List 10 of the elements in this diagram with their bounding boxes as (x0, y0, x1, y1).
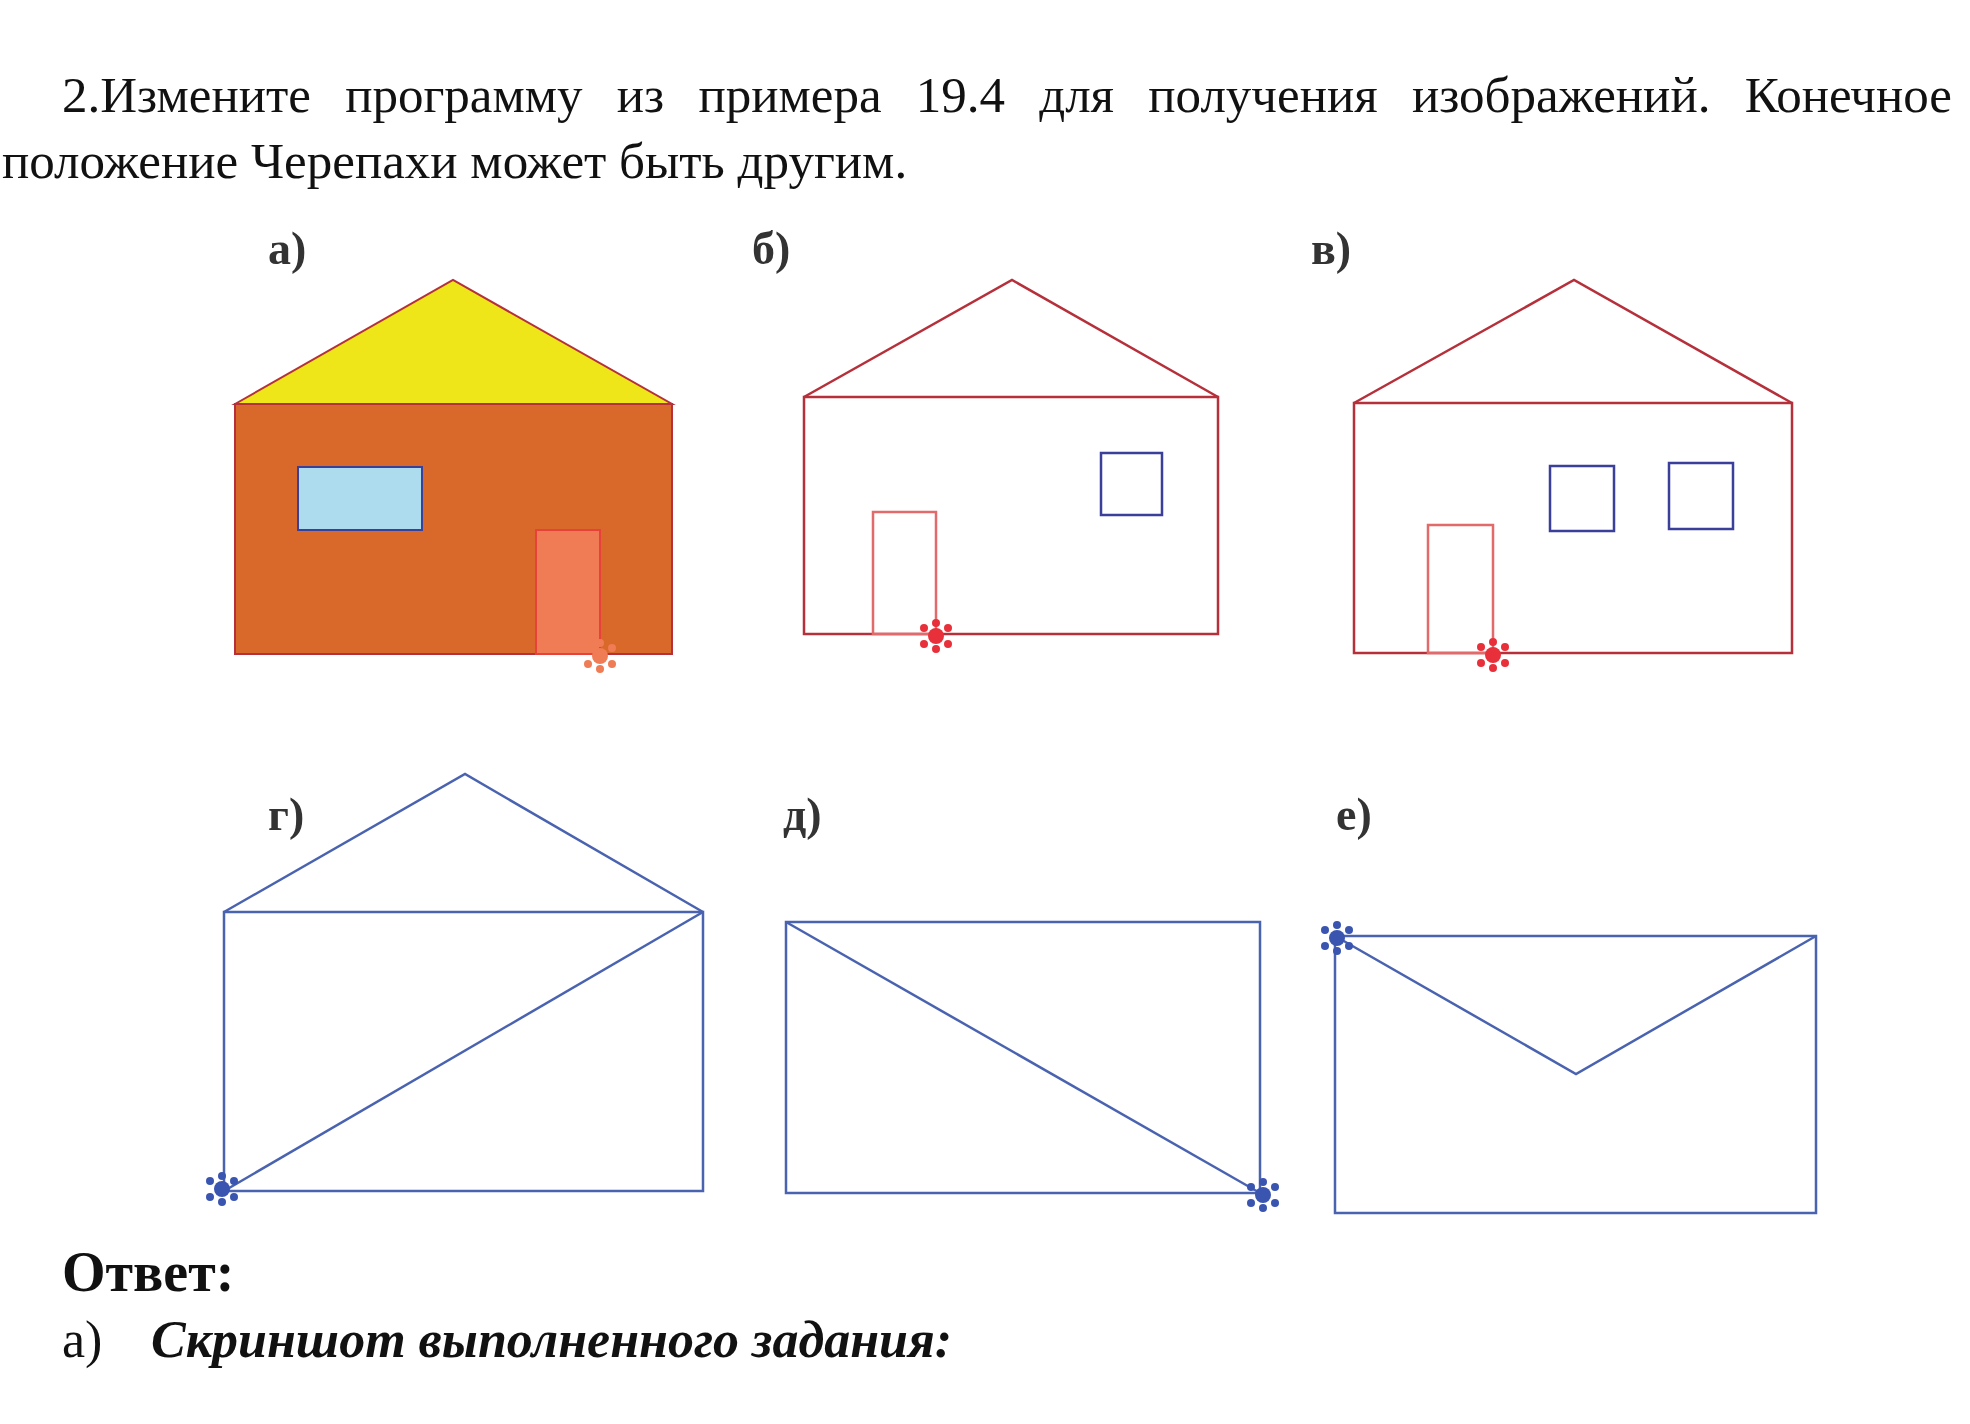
figure-label: д) (783, 788, 822, 841)
item-label: а) (62, 1310, 103, 1369)
answer-text: Скриншот выполненного задания: (151, 1310, 953, 1369)
figure-label: е) (1336, 788, 1372, 841)
task-text: 2.Измените программу из примера 19.4 для получения изображений. Конечное положение Черепахи может быть другим. (2, 66, 1952, 191)
answer-heading: Ответ: (62, 1240, 235, 1304)
figure-label: а) (268, 222, 307, 275)
figure-label: в) (1311, 222, 1352, 275)
figure-label: г) (268, 788, 305, 841)
figure-label: б) (752, 222, 791, 275)
